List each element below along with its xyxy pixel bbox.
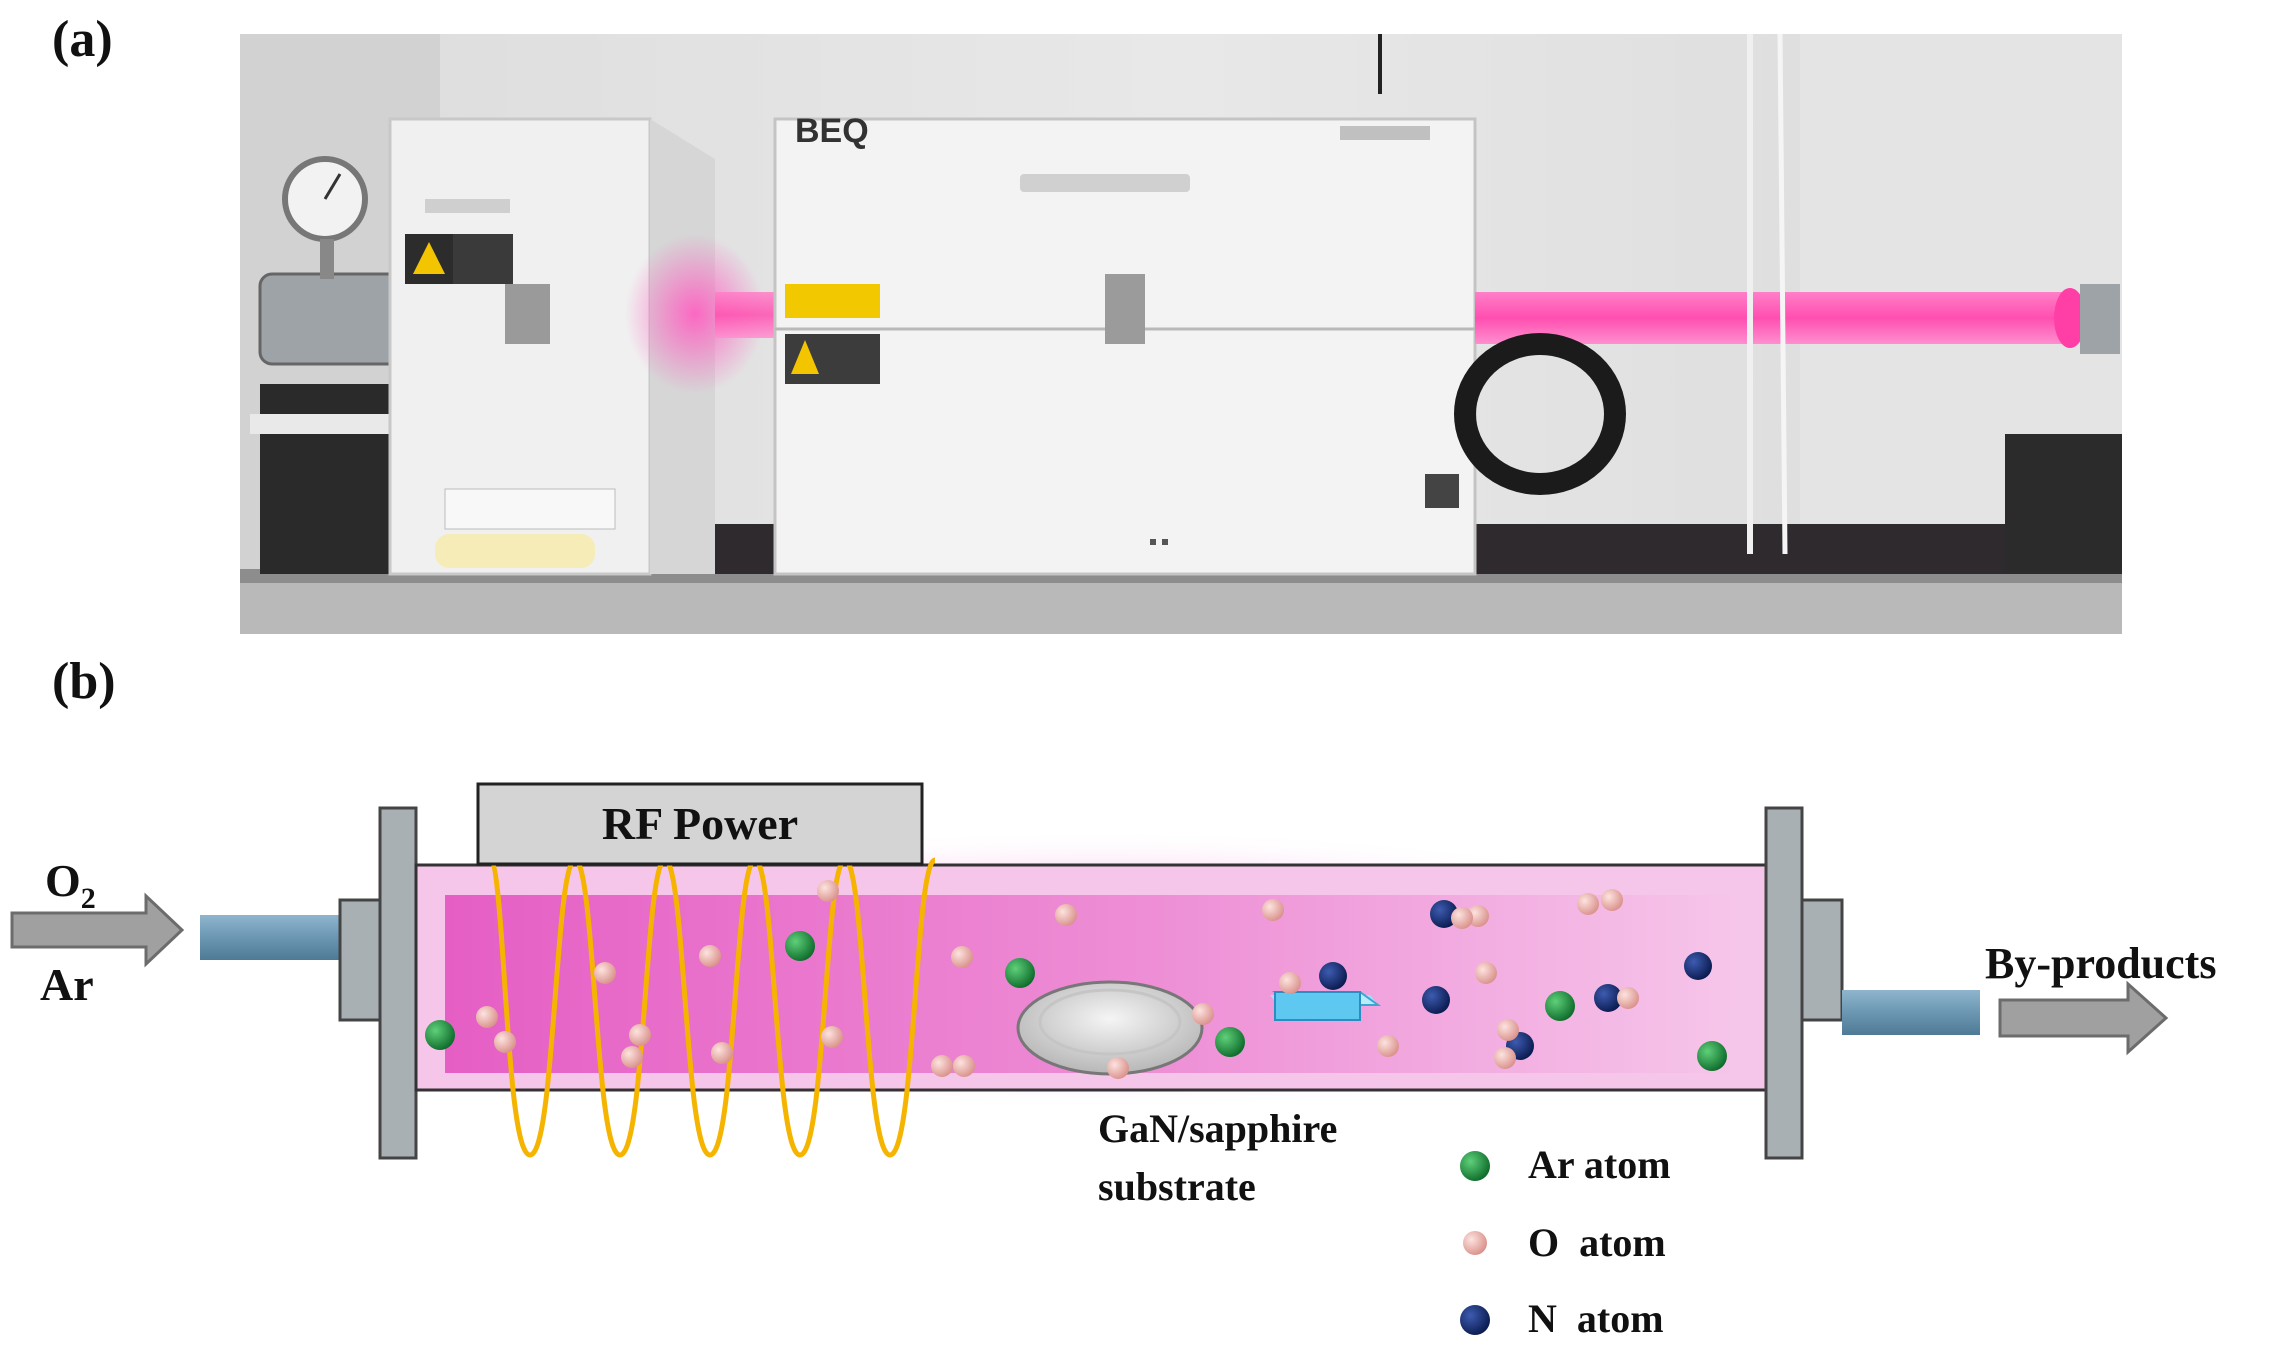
label-substrate-line2: substrate <box>1098 1164 1256 1209</box>
outlet-arrow <box>1998 980 2169 1056</box>
o-atom-particle <box>1601 889 1623 911</box>
o-atom-particle <box>476 1006 498 1028</box>
o-atom-particle <box>953 1055 975 1077</box>
atom-group <box>425 880 1727 1079</box>
left-flange <box>378 806 418 1160</box>
table-top <box>240 579 2122 634</box>
panel-label-a: (a) <box>52 11 113 68</box>
label-rf-power: RF Power <box>602 798 798 849</box>
o-atom-particle <box>1192 1003 1214 1025</box>
rf-power-box <box>476 782 924 866</box>
o-atom-particle <box>1475 962 1497 984</box>
warning-label <box>785 284 880 318</box>
right-flange-inner <box>1800 898 1844 1022</box>
o-atom-particle <box>821 1026 843 1048</box>
o-atom-particle <box>817 880 839 902</box>
rf-coil <box>487 857 938 1158</box>
o-atom-particle <box>699 945 721 967</box>
o-atom-particle <box>594 962 616 984</box>
panel-label-b: (b) <box>52 653 116 710</box>
ar-atom-particle <box>1215 1027 1245 1057</box>
legend-o-label: O atom <box>1528 1220 1666 1265</box>
o-atom-particle <box>1377 1035 1399 1057</box>
label-by-products: By-products <box>1985 939 2216 988</box>
n-atom-particle <box>1594 984 1622 1012</box>
legend-n-label: N atom <box>1528 1296 1664 1341</box>
o-atom-particle <box>931 1055 953 1077</box>
label-o2: O2 <box>45 855 96 915</box>
o-atom-particle <box>1107 1057 1129 1079</box>
legend: Ar atom O atom N atom <box>1460 1142 1671 1341</box>
legend-o-marker <box>1463 1231 1487 1255</box>
ar-atom-particle <box>1545 991 1575 1021</box>
o-atom-particle <box>1467 905 1489 927</box>
ar-atom-particle <box>1005 958 1035 988</box>
o-atom-particle <box>494 1031 516 1053</box>
legend-ar-label: Ar atom <box>1528 1142 1671 1187</box>
label-substrate-line1: GaN/sapphire <box>1098 1106 1337 1151</box>
o-atom-particle <box>1497 1019 1519 1041</box>
furnace-body <box>773 117 1477 576</box>
ar-atom-particle <box>1697 1041 1727 1071</box>
inlet-arrow <box>10 892 185 968</box>
n-atom-particle <box>1422 986 1450 1014</box>
outlet-pipe <box>1842 990 1980 1035</box>
o-atom-particle <box>621 1046 643 1068</box>
o-atom-particle <box>951 946 973 968</box>
inlet-flange <box>258 272 412 366</box>
o-atom-particle <box>629 1024 651 1046</box>
o-atom-particle <box>1577 893 1599 915</box>
o-atom-particle <box>1451 907 1473 929</box>
o-atom-particle <box>711 1042 733 1064</box>
brand-text: BEQ <box>795 112 869 150</box>
o-atom-particle <box>1494 1047 1516 1069</box>
o-atom-particle <box>1055 904 1077 926</box>
outlet-flange <box>2080 284 2120 354</box>
substrate-sample <box>1271 991 1382 1021</box>
right-flange <box>1764 806 1804 1160</box>
ar-atom-particle <box>425 1020 455 1050</box>
right-stand <box>2005 434 2122 574</box>
inlet-pipe <box>200 915 340 960</box>
left-flange-inner <box>338 898 382 1022</box>
n-atom-particle <box>1430 900 1458 928</box>
n-atom-particle <box>1684 952 1712 980</box>
ar-atom-particle <box>785 931 815 961</box>
foam-roll <box>435 534 595 568</box>
o-atom-particle <box>1262 899 1284 921</box>
label-ar: Ar <box>40 959 94 1010</box>
o-atom-particle <box>1617 987 1639 1009</box>
substrate-holder <box>1016 980 1204 1076</box>
furnace-photo: BEQ <box>240 34 2122 634</box>
reactor-schematic: O2 Ar By-products RF Power GaN/sapphire … <box>10 782 2216 1341</box>
o-atom-particle <box>1279 972 1301 994</box>
legend-ar-marker <box>1460 1151 1490 1181</box>
n-atom-particle <box>1319 962 1347 990</box>
glowing-tube <box>1475 292 2070 344</box>
legend-n-marker <box>1460 1305 1490 1335</box>
